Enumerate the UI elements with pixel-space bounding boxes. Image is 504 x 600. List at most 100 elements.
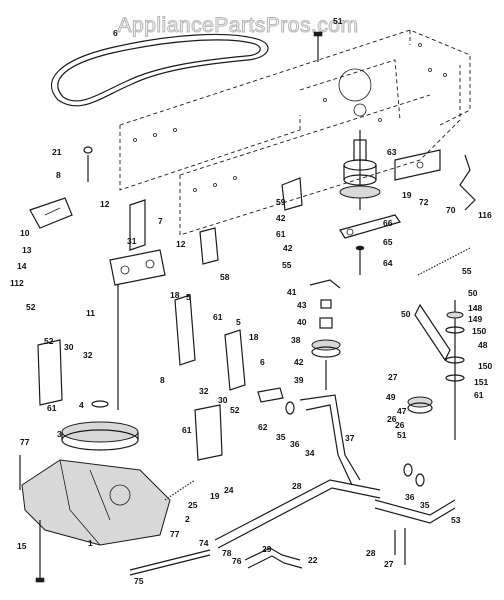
callout-61d: 61 [276,229,286,239]
callout-35b: 35 [420,500,430,510]
bracket-30-right [194,404,223,461]
engine-pulley [339,130,381,210]
callout-77: 77 [20,437,30,447]
callout-28b: 28 [366,548,376,558]
callout-70: 70 [446,205,456,215]
callout-52: 52 [26,302,36,312]
callout-38: 38 [291,335,301,345]
callout-30: 30 [64,342,74,352]
callout-27b: 27 [384,559,394,569]
callout-25: 25 [188,500,198,510]
bracket-5-right [224,329,246,391]
drive-belt [50,33,269,107]
callout-14: 14 [17,261,27,271]
callout-31: 31 [127,236,137,246]
watermark: AppliancePartsPros.com [118,14,359,37]
shaft-53 [374,499,456,524]
callout-6: 6 [113,28,118,38]
spring-25 [164,479,196,501]
callout-78: 78 [222,548,232,558]
callout-26b: 26 [395,420,405,430]
callout-28: 28 [292,481,302,491]
callout-42c: 42 [294,357,304,367]
callout-29: 29 [262,544,272,554]
pin-21 [83,146,93,182]
tractor-frame [119,29,471,236]
callout-151: 151 [474,377,488,387]
callout-35: 35 [276,432,286,442]
callout-49: 49 [386,392,396,402]
shaft-37 [299,394,361,486]
callout-50: 50 [401,309,411,319]
callout-4: 4 [79,400,84,410]
callout-15: 15 [17,541,27,551]
callout-62: 62 [258,422,268,432]
callout-76: 76 [232,556,242,566]
callout-116: 116 [478,210,492,220]
callout-30b: 30 [218,395,228,405]
bolt-27 [394,528,406,565]
callout-37: 37 [345,433,355,443]
callout-18: 18 [170,290,180,300]
callout-112: 112 [10,278,24,288]
callout-32: 32 [83,350,93,360]
callout-19b: 19 [402,190,412,200]
idler-arm-66 [339,214,401,239]
callout-2: 2 [185,514,190,524]
callout-labels: 6 51 21 8 10 12 7 31 12 58 13 14 112 11 … [10,16,492,586]
callout-63: 63 [387,147,397,157]
callout-5: 5 [186,292,191,302]
callout-53: 53 [451,515,461,525]
idler-pulley [309,279,341,390]
callout-55b: 55 [462,266,472,276]
bolt-15 [35,520,45,583]
callout-59: 59 [276,197,286,207]
callout-19: 19 [210,491,220,501]
callout-36b: 36 [405,492,415,502]
callout-52c: 52 [230,405,240,415]
brake-assembly [414,300,465,440]
callout-40: 40 [297,317,307,327]
callout-39: 39 [294,375,304,385]
bracket-5-left [174,294,196,366]
spring-70 [459,154,476,211]
callout-42: 42 [276,213,286,223]
callout-12b: 12 [176,239,186,249]
callout-77b: 77 [170,529,180,539]
callout-1: 1 [88,538,93,548]
callout-5b: 5 [236,317,241,327]
pulley-47 [407,396,433,414]
callout-42b: 42 [283,243,293,253]
callout-61b: 61 [47,403,57,413]
callout-24: 24 [224,485,234,495]
bracket-31 [109,199,166,286]
bolt-51 [313,31,323,62]
callout-51b: 51 [397,430,407,440]
callout-41: 41 [287,287,297,297]
callout-149: 149 [468,314,482,324]
callout-10: 10 [20,228,30,238]
callout-148: 148 [468,303,482,313]
callout-48: 48 [478,340,488,350]
callout-22: 22 [308,555,318,565]
callout-21: 21 [52,147,62,157]
callout-3: 3 [57,429,62,439]
callout-61c: 61 [182,425,192,435]
callout-64: 64 [383,258,393,268]
callout-58: 58 [220,272,230,282]
callout-34: 34 [305,448,315,458]
callout-75: 75 [134,576,144,586]
callout-47: 47 [397,406,407,416]
callout-61e: 61 [474,390,484,400]
bracket-10 [29,197,73,229]
tube-62 [257,387,284,403]
callout-27: 27 [388,372,398,382]
callout-61: 61 [213,312,223,322]
bracket-30-left [37,339,63,406]
link-rod-74 [129,549,211,576]
callout-65: 65 [383,237,393,247]
bracket-72 [394,149,441,181]
bracket-58 [199,227,219,265]
rod-22 [244,547,303,569]
